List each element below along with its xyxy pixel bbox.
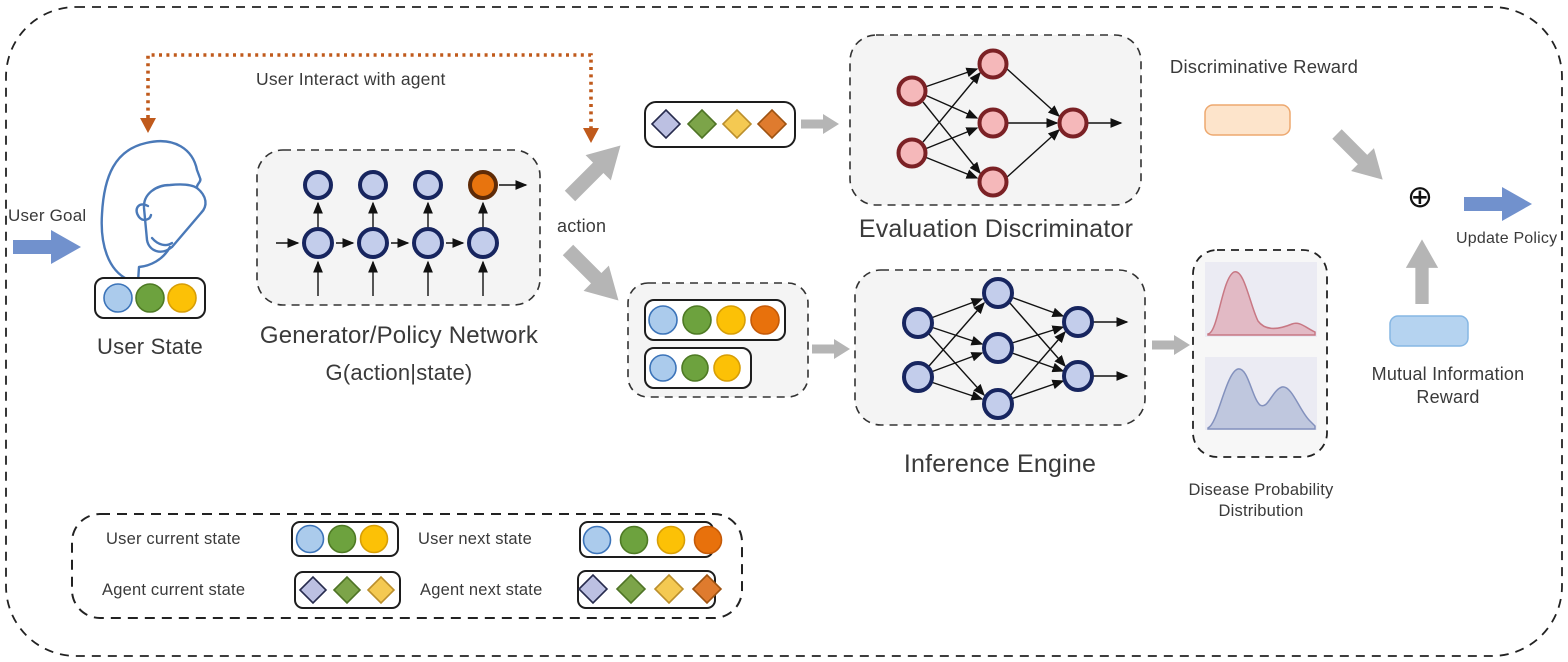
inference-engine-label: Inference Engine (903, 450, 1097, 478)
arrow-to-distribution (1152, 335, 1190, 355)
user-state-label: User State (97, 334, 203, 359)
legend-agent-next-label: Agent next state (420, 581, 543, 599)
legend-user-next-label: User next state (418, 530, 532, 548)
generator-policy-network (256, 149, 541, 306)
user-state-tokens (94, 277, 206, 319)
inference-engine (854, 269, 1146, 426)
blue-density-curve (1207, 368, 1316, 430)
legend-agent-current-label: Agent current state (102, 581, 246, 599)
action-arrow-up (557, 132, 634, 209)
legend-user-next-tokens (579, 521, 723, 558)
legend-user-current-label: User current state (106, 530, 241, 548)
evaluation-discriminator (849, 34, 1142, 206)
mutual-reward-arrow (1405, 239, 1439, 304)
action-arrow-down (555, 237, 632, 314)
update-policy-label: Update Policy (1456, 230, 1558, 247)
agent-next-state-tokens (644, 101, 796, 148)
update-policy-arrow (1464, 187, 1532, 221)
discriminative-reward-label: Discriminative Reward (1169, 56, 1359, 77)
user-interact-arrowheads (140, 118, 599, 143)
disease-probability-label: Disease Probability Distribution (1188, 481, 1334, 521)
outer-frame (5, 6, 1563, 657)
mutual-information-reward-chip (1389, 315, 1469, 347)
action-label: action (557, 216, 607, 236)
user-goal-arrow (13, 230, 81, 264)
user-interact-label: User Interact with agent (256, 69, 446, 89)
mutual-information-reward-label: Mutual Information Reward (1371, 364, 1525, 408)
user-head-icon (100, 140, 207, 300)
legend-user-current-tokens (291, 521, 399, 557)
generator-title-label: Generator/Policy Network (259, 322, 539, 349)
discriminative-reward-arrow (1325, 122, 1395, 192)
discriminative-reward-chip (1204, 104, 1291, 136)
pink-density-curve (1207, 271, 1316, 336)
combine-operator: ⊕ (1407, 179, 1434, 215)
evaluation-discriminator-label: Evaluation Discriminator (858, 215, 1134, 243)
user-state-pair-tokens (627, 282, 809, 398)
legend-agent-current-tokens (294, 571, 401, 609)
generator-formula-label: G(action|state) (325, 360, 473, 385)
arrow-to-inference (812, 339, 850, 359)
legend-agent-next-tokens (577, 570, 723, 609)
action-output-node (468, 170, 498, 200)
legend (71, 513, 743, 619)
disease-probability-distribution (1192, 249, 1328, 458)
user-goal-label: User Goal (8, 206, 87, 225)
user-interact-arrow (146, 53, 593, 128)
arrow-to-discriminator (801, 114, 839, 134)
